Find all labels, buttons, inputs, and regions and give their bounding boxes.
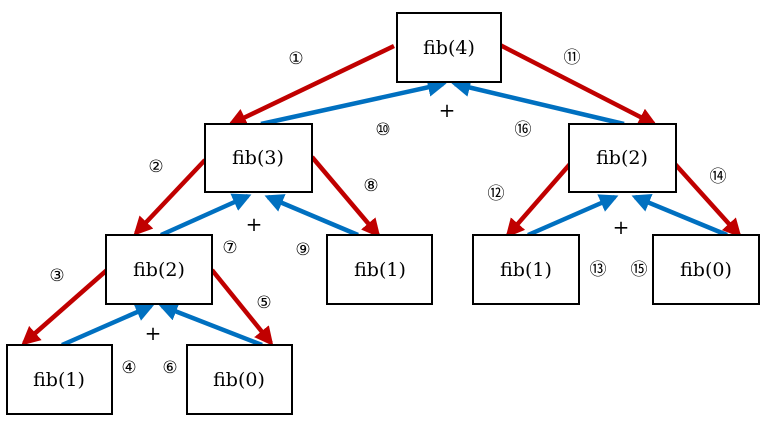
node-label: fib(0) [680, 259, 732, 281]
step-label-4: ④ [121, 358, 136, 378]
step-label-2: ② [148, 157, 163, 177]
call-arrow-3 [21, 268, 109, 346]
return-arrow-4 [61, 303, 155, 348]
step-label-16: ⑯ [515, 120, 532, 140]
return-arrow-10 [260, 78, 447, 127]
step-label-6: ⑥ [162, 358, 177, 378]
node-label: fib(2) [596, 147, 648, 169]
call-arrow-11 [498, 42, 658, 127]
node-fib-2-left: fib(2) [105, 234, 213, 305]
call-arrow-5 [210, 268, 274, 346]
step-label-12: ⑫ [488, 184, 505, 204]
plus-sign-top: + [439, 98, 456, 122]
return-arrow-16 [451, 78, 625, 127]
return-arrow-7 [160, 193, 252, 238]
call-arrow-8 [310, 155, 381, 238]
return-arrow-6 [158, 302, 263, 348]
node-fib-4: fib(4) [396, 12, 502, 83]
step-label-9: ⑨ [295, 240, 310, 260]
node-fib-1-bottom-left: fib(1) [6, 344, 113, 415]
call-arrow-1 [227, 43, 395, 127]
step-label-14: ⑭ [710, 167, 727, 187]
return-arrow-9 [264, 194, 359, 238]
plus-sign-fib2-left: + [145, 321, 162, 345]
plus-sign-fib3: + [246, 212, 263, 236]
edges-layer [21, 42, 742, 348]
node-label: fib(1) [33, 369, 85, 391]
step-label-15: ⑮ [631, 260, 648, 280]
call-arrow-2 [133, 158, 207, 236]
plus-signs-layer: + + + + [145, 98, 630, 345]
step-label-11: ⑪ [564, 48, 581, 68]
node-label: fib(1) [354, 259, 406, 281]
node-fib-0-right: fib(0) [652, 234, 760, 305]
node-fib-1-middle: fib(1) [326, 234, 433, 305]
step-label-5: ⑤ [256, 293, 271, 313]
node-label: fib(1) [500, 259, 552, 281]
node-label: fib(4) [423, 37, 475, 59]
step-label-3: ③ [49, 266, 64, 286]
return-arrow-13 [527, 194, 619, 238]
node-fib-1-right: fib(1) [472, 234, 580, 305]
nodes-layer: fib(4) fib(3) fib(2) fib(2) fib(1) fib(1… [6, 12, 760, 415]
step-label-10: ⑩ [375, 120, 390, 140]
node-fib-0-bottom: fib(0) [186, 344, 293, 415]
call-arrow-14 [673, 162, 742, 238]
step-labels-layer: ① ② ③ ④ ⑤ ⑥ ⑦ ⑧ ⑨ ⑩ ⑪ ⑫ ⑬ ⑭ ⑮ ⑯ [49, 48, 726, 378]
node-fib-2-right: fib(2) [568, 123, 677, 193]
node-label: fib(2) [133, 259, 185, 281]
step-label-8: ⑧ [363, 176, 378, 196]
node-label: fib(3) [232, 147, 284, 169]
plus-sign-fib2-right: + [613, 215, 630, 239]
step-label-13: ⑬ [590, 260, 607, 280]
node-fib-3: fib(3) [204, 123, 313, 193]
call-arrow-12 [505, 162, 572, 238]
return-arrow-15 [631, 194, 728, 238]
step-label-1: ① [288, 49, 303, 69]
step-label-7: ⑦ [222, 238, 237, 258]
node-label: fib(0) [213, 369, 265, 391]
